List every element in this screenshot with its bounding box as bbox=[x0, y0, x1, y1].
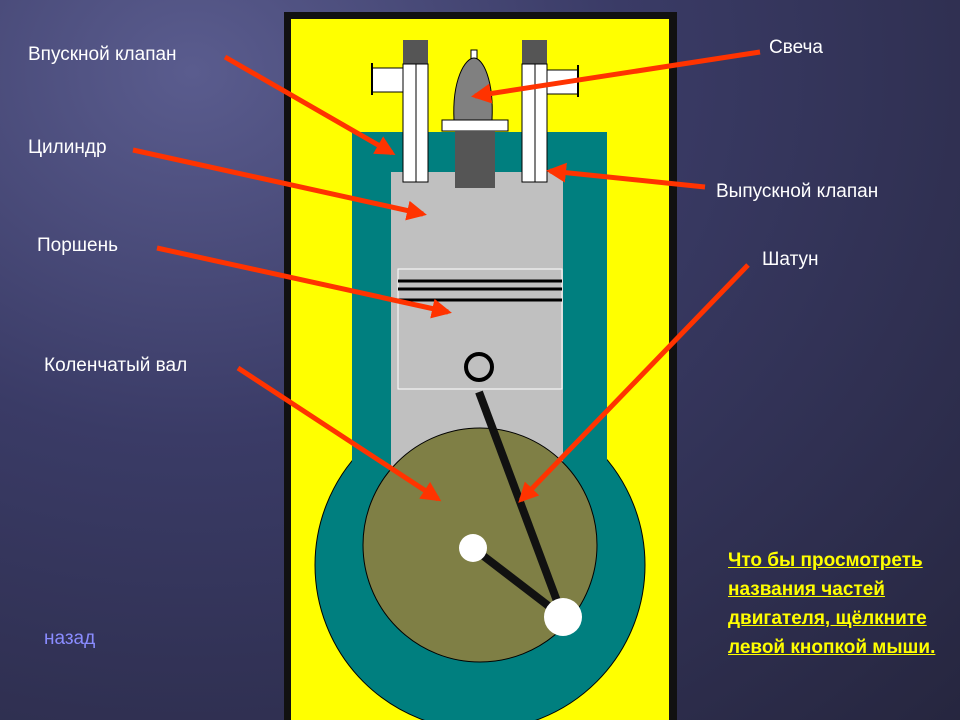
piston bbox=[397, 268, 563, 390]
label-connecting-rod: Шатун bbox=[762, 249, 819, 270]
arrow-cylinder bbox=[132, 147, 427, 221]
label-exhaust-valve: Выпускной клапан bbox=[716, 181, 879, 202]
arrows bbox=[132, 49, 761, 503]
crank-center bbox=[459, 534, 487, 562]
exhaust-valve bbox=[521, 40, 579, 183]
arrow-crankshaft bbox=[236, 365, 442, 502]
piston-pin bbox=[464, 352, 494, 382]
connecting-rod bbox=[475, 390, 567, 619]
label-intake-valve: Впускной клапан bbox=[28, 44, 177, 65]
arrow-intake-valve bbox=[223, 54, 396, 156]
arrow-spark-plug bbox=[471, 49, 761, 104]
back-link[interactable]: назад bbox=[44, 628, 96, 649]
arrow-connecting-rod bbox=[518, 263, 750, 503]
label-piston: Поршень bbox=[37, 235, 118, 256]
label-spark-plug: Свеча bbox=[769, 37, 824, 58]
intake-valve bbox=[371, 40, 429, 183]
crank-pin bbox=[544, 598, 582, 636]
label-crankshaft: Коленчатый вал bbox=[44, 355, 188, 376]
arrow-exhaust-valve bbox=[546, 162, 706, 190]
arrow-piston bbox=[156, 245, 452, 319]
hint-link[interactable]: Что бы просмотреть названия частей двига… bbox=[728, 550, 936, 658]
label-cylinder: Цилиндр bbox=[28, 137, 107, 158]
